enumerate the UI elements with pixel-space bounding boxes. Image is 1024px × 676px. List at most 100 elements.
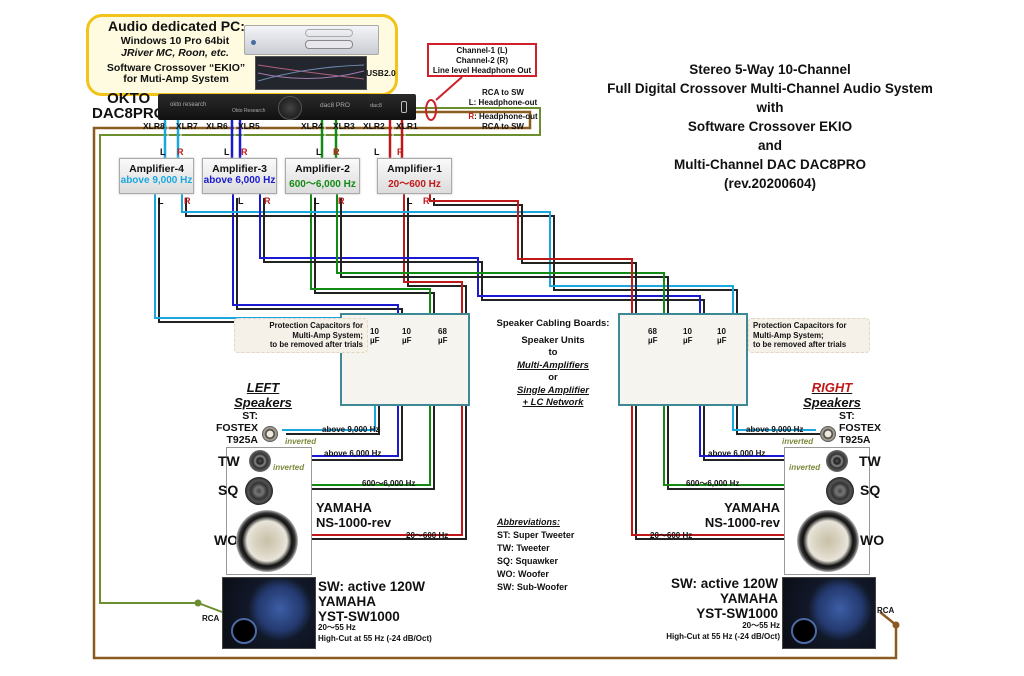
sw-line3: YST-SW1000 (318, 609, 400, 624)
model-line2: NS-1000-rev (316, 515, 392, 530)
pc-os: Windows 10 Pro 64bit (120, 35, 230, 47)
headphone-out-marker (425, 99, 437, 121)
xlr2-label: XLR2 (363, 121, 385, 131)
right-headphone-note: R: Headphone-out RCA to SW (448, 112, 558, 132)
right-freq-tw: above 6,000 Hz (708, 449, 766, 458)
left-freq-st: above 9,000 Hz (322, 425, 380, 434)
xlr4-label: XLR4 (301, 121, 323, 131)
cap-value: 68 (438, 327, 447, 336)
right-squawker-icon (826, 477, 854, 505)
left-woofer-icon (236, 510, 298, 572)
ekio-screenshot (255, 56, 367, 90)
right-st-label: ST: FOSTEX T925A (839, 410, 881, 446)
sw-left-rca-cable (99, 107, 541, 613)
title-line-6: Multi-Channel DAC DAC8PRO (674, 157, 866, 172)
dac-panel-text-1: okto research (170, 102, 207, 108)
bass-port-icon (231, 618, 257, 644)
left-rca-label: RCA (202, 614, 220, 623)
right-sq-wire-ground (340, 198, 669, 346)
right-capnote-line2: Multi-Amp System; (753, 330, 824, 340)
left-sw-spec: 20～55 Hz High-Cut at 55 Hz (-24 dB/Oct) (318, 622, 432, 644)
left-capnote-line2: Multi-Amp System; (292, 330, 363, 340)
abbr-item: WO: Woofer (497, 569, 549, 579)
left-subwoofer-image (222, 577, 316, 649)
title-line-1: Stereo 5-Way 10-Channel (689, 62, 851, 77)
cabling-description: Speaker Cabling Boards: Speaker Units to… (478, 318, 628, 410)
sw-line1: SW: active 120W (670, 576, 778, 591)
diagram-title: Stereo 5-Way 10-Channel Full Digital Cro… (560, 60, 980, 193)
left-squawker-icon (245, 477, 273, 505)
st-label-line1: ST: (839, 410, 855, 422)
cap-value: 10 (717, 327, 726, 336)
left-wo-wire-signal (403, 194, 463, 342)
right-sq-speaker-wire-ground (667, 380, 826, 490)
left-wo-speaker-wire-ground (302, 380, 467, 540)
xlr6-label: XLR6 (206, 121, 228, 131)
right-title-line1: RIGHT (811, 380, 853, 395)
right-title-line2: Speakers (803, 395, 861, 410)
amp2-in-r: R (333, 147, 340, 157)
left-tw-inverted: inverted (273, 463, 305, 472)
model-line1: YAMAHA (316, 500, 372, 515)
cap-value: 10 (370, 327, 379, 336)
right-sq-speaker-wire-signal (663, 376, 822, 486)
right-sw-spec: 20～55 Hz High-Cut at 55 Hz (-24 dB/Oct) (640, 620, 780, 642)
amp4-in-r: R (177, 147, 184, 157)
cap-value: 10 (683, 327, 692, 336)
left-st-label: ST: FOSTEX T925A (216, 410, 258, 446)
amp3-name: Amplifier-3 (212, 163, 267, 175)
right-capnote-line1: Protection Capacitors for (753, 321, 847, 330)
cap-unit: µF (717, 336, 727, 345)
left-hp-line1: RCA to SW (482, 88, 524, 97)
right-subwoofer-image (782, 577, 876, 649)
title-line-3: with (756, 100, 784, 115)
right-rca-label: RCA (877, 606, 895, 615)
amp4-in-l: L (160, 147, 166, 157)
left-tweeter-icon (249, 450, 271, 472)
amplifier-4: Amplifier-4 above 9,000 Hz (119, 158, 194, 194)
amplifier-2: Amplifier-2 600～6,000 Hz (285, 158, 360, 194)
right-tw-wire-ground (263, 198, 705, 346)
dac-label: OKTO DAC8PRO (92, 91, 165, 121)
right-wo-label: WO (860, 532, 885, 548)
amp1-out-r: R (423, 196, 430, 206)
cabling-line5: Single Amplifier (517, 384, 589, 396)
cabling-line2: to (548, 347, 558, 358)
right-freq-wo: 20～600 Hz (650, 531, 693, 540)
right-freq-sq: 600～6,000 Hz (686, 479, 740, 488)
st-label-line2: FOSTEX (216, 422, 259, 434)
right-hp-line1: : Headphone-out (474, 112, 538, 121)
left-title-line2: Speakers (234, 395, 292, 410)
left-capacitor-note: Protection Capacitors for Multi-Amp Syst… (234, 318, 368, 353)
pc-crossover-line2: for Muti-Amp System (123, 73, 229, 85)
amp2-in-l: L (316, 147, 322, 157)
title-line-2: Full Digital Crossover Multi-Channel Aud… (607, 81, 933, 96)
right-speakers-title: RIGHT Speakers (797, 380, 867, 410)
amp1-range: 20～600 Hz (388, 179, 441, 190)
pc-title: Audio dedicated PC: (108, 18, 245, 34)
title-line-5: and (757, 138, 782, 153)
title-line-7: (rev.20200604) (723, 176, 817, 191)
st-label-line3: T925A (226, 434, 258, 446)
headphone-out-callout: Channel-1 (L) Channel-2 (R) Line level H… (427, 43, 537, 77)
sw-range: 20～55 Hz (318, 623, 356, 632)
abbr-item: SQ: Squawker (497, 556, 559, 566)
right-wo-speaker-wire-ground (635, 380, 800, 540)
xlr5-label: XLR5 (238, 121, 260, 131)
dac-panel-text-4: dac8 (370, 103, 382, 109)
callout-arrow (435, 76, 463, 101)
amp4-out-r: R (184, 196, 191, 206)
right-sq-wire-signal (336, 194, 665, 342)
pc-chassis-image (244, 25, 379, 55)
left-freq-sq: 600～6,000 Hz (362, 479, 416, 488)
amp1-out-l: L (407, 196, 413, 206)
right-super-tweeter-icon (820, 426, 836, 442)
callout-line1: Channel-1 (L) (456, 46, 508, 55)
cap-unit: µF (648, 336, 658, 345)
dac-label-line2: DAC8PRO (92, 105, 166, 122)
abbr-item: TW: Tweeter (497, 543, 550, 553)
amplifier-3: Amplifier-3 above 6,000 Hz (202, 158, 277, 194)
